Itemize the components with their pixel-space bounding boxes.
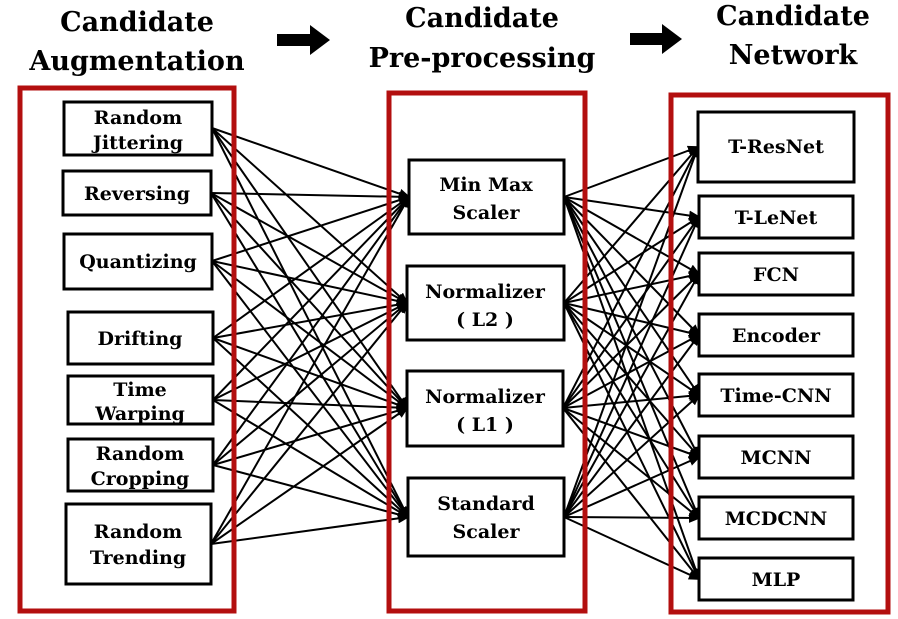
network-item: Encoder [697,312,855,358]
header-preprocessing-line1: Candidate [405,3,559,34]
header-preprocessing-line2: Pre-processing [369,43,596,74]
connector-line [211,127,411,199]
network-frame [668,92,891,615]
svg-text:FCN: FCN [753,264,799,286]
connector-line [212,299,409,339]
svg-text:( L1 ): ( L1 ) [456,414,514,436]
svg-text:Quantizing: Quantizing [79,251,197,273]
svg-text:Drifting: Drifting [98,328,183,350]
connector-line [210,406,409,545]
svg-text:Time: Time [113,379,167,401]
svg-text:Scaler: Scaler [453,202,521,224]
network-item: Time-CNN [697,372,855,418]
svg-text:Normalizer: Normalizer [425,386,546,408]
preprocessing-item: Normalizer ( L1 ) [405,369,565,448]
preprocessing-item: Min Max Scaler [407,158,566,236]
svg-text:Time-CNN: Time-CNN [720,385,831,407]
svg-text:Min Max: Min Max [439,174,533,196]
svg-text:Random: Random [96,443,184,465]
svg-text:Scaler: Scaler [453,521,521,543]
header-network-line1: Candidate [716,1,870,32]
svg-text:T-LeNet: T-LeNet [735,207,818,229]
connector-line [212,406,409,466]
connector-line [211,127,409,305]
connector-line [212,195,411,466]
connector-line [212,464,410,520]
svg-text:Cropping: Cropping [91,468,190,490]
augmentation-item: Random Cropping [66,437,215,493]
connections [210,127,701,581]
header-augmentation-line1: Candidate [60,7,214,38]
right-arrow-icon [277,25,330,55]
augmentation-item: Drifting [66,310,215,366]
preprocessing-frame [386,90,588,614]
augmentation-item: Reversing [61,169,213,217]
connector-line [211,195,411,262]
network-item: T-ResNet [696,110,856,184]
svg-text:Random: Random [94,521,182,543]
augmentation-item: Random Trending [64,502,213,586]
connector-line [212,399,409,413]
svg-text:Normalizer: Normalizer [425,281,546,303]
svg-text:Warping: Warping [94,403,185,425]
svg-text:Encoder: Encoder [732,325,821,347]
svg-text:Trending: Trending [90,547,186,569]
connector-line [212,337,410,519]
preprocessing-item: Standard Scaler [406,476,566,558]
header-network-line2: Network [729,40,859,71]
connector-line [212,302,409,401]
network-item: T-LeNet [697,194,855,240]
right-arrow-icon [630,24,682,54]
svg-text:Jittering: Jittering [91,132,183,154]
augmentation-frame [17,85,237,614]
connector-line [210,513,410,545]
connector-line [212,195,411,401]
connector-line [211,260,410,519]
svg-text:Reversing: Reversing [84,183,190,205]
network-item: MLP [697,556,855,602]
network-item: MCNN [697,434,855,480]
svg-text:MCNN: MCNN [741,447,812,469]
connector-line [210,191,411,202]
augmentation-item: Time Warping [66,374,215,426]
connector-line [212,195,411,339]
network-item: MCDCNN [697,495,855,541]
svg-text:T-ResNet: T-ResNet [728,136,824,158]
connector-line [211,260,409,306]
augmentation-item: Random Jittering [62,100,214,157]
preprocessing-item: Normalizer ( L2 ) [405,264,566,342]
svg-text:MLP: MLP [752,569,801,591]
header-augmentation-line2: Augmentation [28,46,245,77]
connector-line [210,192,409,304]
connector-line [210,192,410,519]
svg-text:MCDCNN: MCDCNN [725,508,828,530]
network-item: FCN [697,251,855,297]
svg-text:( L2 ): ( L2 ) [456,309,514,331]
svg-text:Random: Random [94,107,182,129]
connector-line [210,301,409,545]
augmentation-item: Quantizing [62,232,214,291]
connector-line [212,301,409,466]
svg-text:Standard: Standard [437,493,535,515]
connector-line [210,195,410,545]
connector-line [212,337,409,410]
